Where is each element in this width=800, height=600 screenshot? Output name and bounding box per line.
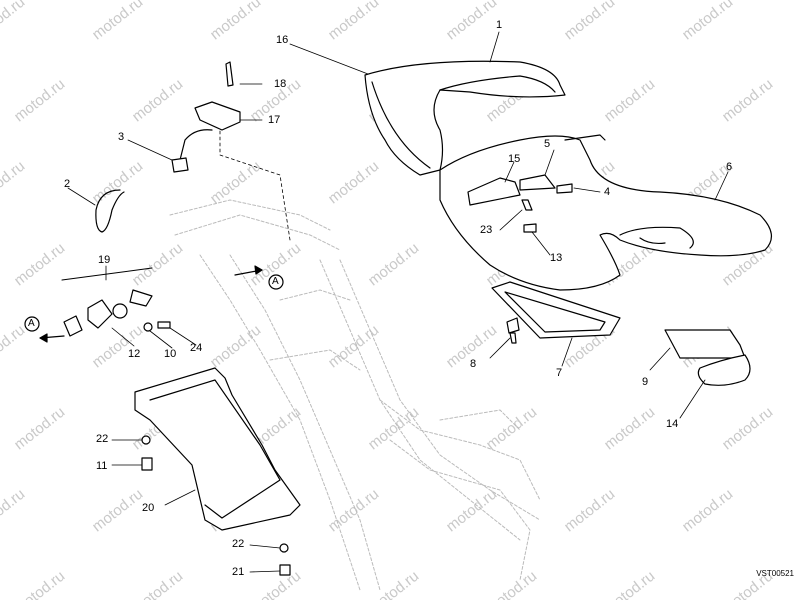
drawing-code: VST00521 xyxy=(756,569,794,578)
view-marker-circle xyxy=(268,274,284,290)
frame-outline xyxy=(169,199,541,591)
seat xyxy=(439,134,772,291)
view-arrows xyxy=(39,265,263,343)
leader-lines xyxy=(67,31,729,573)
view-marker-circle xyxy=(24,316,40,332)
cable-loop xyxy=(95,189,125,233)
callout-9: 9 xyxy=(642,376,649,388)
callout-3: 3 xyxy=(118,131,125,143)
callout-22: 22 xyxy=(96,433,109,445)
callout-4: 4 xyxy=(604,186,611,198)
callout-5: 5 xyxy=(544,138,551,150)
leader-17 xyxy=(219,124,291,241)
callout-19: 19 xyxy=(98,254,111,266)
view-marker-a: A xyxy=(272,276,279,287)
callout-15: 15 xyxy=(508,153,521,165)
seat-cowl xyxy=(364,60,566,176)
callout-2: 2 xyxy=(64,178,71,190)
adhesive-pads xyxy=(664,329,751,386)
callout-24: 24 xyxy=(190,342,203,354)
callout-20: 20 xyxy=(142,502,155,514)
callout-17: 17 xyxy=(268,114,281,126)
callout-10: 10 xyxy=(164,348,177,360)
callout-22: 22 xyxy=(232,538,245,550)
fasteners xyxy=(141,435,291,576)
rear-fender xyxy=(134,367,301,531)
view-marker-a: A xyxy=(28,318,35,329)
callout-21: 21 xyxy=(232,566,245,578)
callout-16: 16 xyxy=(276,34,289,46)
callout-12: 12 xyxy=(128,348,141,360)
callout-6: 6 xyxy=(726,161,733,173)
callout-14: 14 xyxy=(666,418,679,430)
under-seat-panel xyxy=(491,281,621,344)
callout-1: 1 xyxy=(496,19,503,31)
callout-11: 11 xyxy=(96,460,108,472)
callout-23: 23 xyxy=(480,224,493,236)
lock-assembly xyxy=(61,267,171,337)
seat-bracket xyxy=(467,174,573,233)
callout-7: 7 xyxy=(556,367,563,379)
callout-18: 18 xyxy=(274,78,287,90)
callout-13: 13 xyxy=(550,252,563,264)
lock-bracket xyxy=(171,61,241,173)
callout-8: 8 xyxy=(470,358,477,370)
